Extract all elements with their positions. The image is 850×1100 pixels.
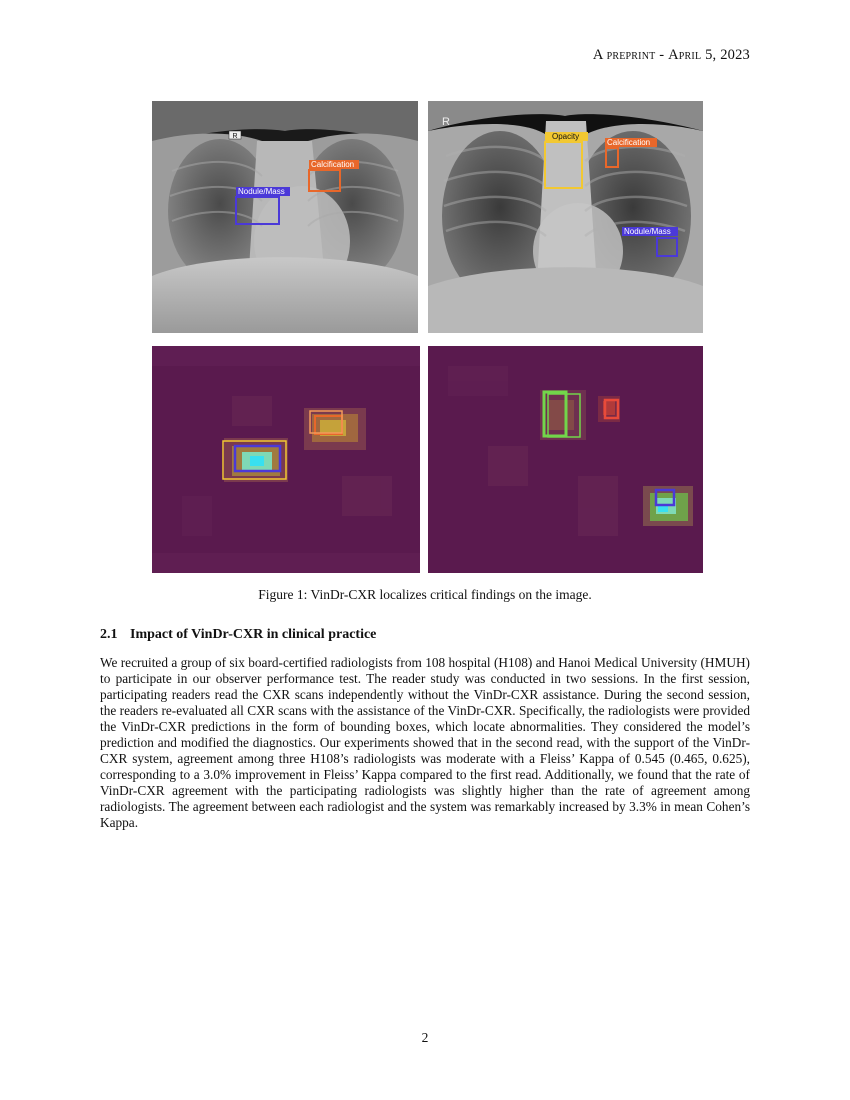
opacity-label-bg bbox=[545, 132, 588, 141]
heatmap-calcification-box-right bbox=[603, 398, 620, 420]
opacity-box bbox=[544, 141, 583, 189]
figure-caption: Figure 1: VinDr-CXR localizes critical f… bbox=[258, 587, 592, 602]
header-separator: - bbox=[655, 47, 669, 63]
calcification-label-bg bbox=[309, 160, 359, 169]
heatmap-calcification-box-b bbox=[309, 410, 343, 434]
calcification-label-right: Calcification bbox=[607, 138, 650, 147]
page-number: 2 bbox=[421, 1030, 429, 1045]
opacity-label: Opacity bbox=[552, 132, 579, 141]
xray-panel-left: R Calcification Nodule/Mass bbox=[152, 101, 418, 333]
heatmap-opacity-box-right-outer bbox=[547, 393, 581, 438]
figure-1: R Calcification Nodule/Mass bbox=[152, 101, 703, 573]
section-number: 2.1 bbox=[100, 627, 118, 642]
header-date: April 5, 2023 bbox=[668, 47, 750, 63]
xray-left-marker: R bbox=[232, 133, 237, 140]
nodule-box bbox=[235, 196, 280, 225]
nodule-label-right-bg bbox=[622, 227, 678, 236]
section-paragraph: We recruited a group of six board-certif… bbox=[100, 655, 750, 830]
xray-panel-right: R Opacity Calcification Nodule/Mass bbox=[428, 101, 703, 333]
header-prefix: A preprint bbox=[592, 47, 656, 63]
section-title: Impact of VinDr-CXR in clinical practice bbox=[130, 627, 377, 642]
xray-right-marker: R bbox=[442, 116, 450, 128]
calcification-label-right-bg bbox=[605, 138, 657, 147]
heatmap-left-image bbox=[152, 346, 420, 573]
running-header: A preprint - April 5, 2023 bbox=[593, 47, 750, 64]
calcification-box-right bbox=[605, 147, 619, 168]
heatmap-panel-right bbox=[428, 346, 703, 573]
nodule-label-bg bbox=[236, 187, 290, 196]
calcification-box bbox=[308, 169, 341, 192]
xray-right-image: R Opacity Calcification Nodule/Mass bbox=[428, 101, 703, 333]
heatmap-opacity-box bbox=[222, 440, 287, 480]
heatmap-opacity-box-right bbox=[542, 390, 568, 438]
calcification-label: Calcification bbox=[311, 160, 354, 169]
heatmap-nodule-box bbox=[233, 444, 282, 473]
section-heading: 2.1 Impact of VinDr-CXR in clinical pract… bbox=[100, 627, 376, 643]
heatmap-nodule-box-right bbox=[654, 488, 676, 507]
nodule-box-right bbox=[656, 237, 678, 257]
heatmap-panel-left bbox=[152, 346, 420, 573]
nodule-label-right: Nodule/Mass bbox=[624, 227, 671, 236]
nodule-label: Nodule/Mass bbox=[238, 187, 285, 196]
heatmap-right-image bbox=[428, 346, 703, 573]
xray-left-image: R Calcification Nodule/Mass bbox=[152, 101, 418, 333]
